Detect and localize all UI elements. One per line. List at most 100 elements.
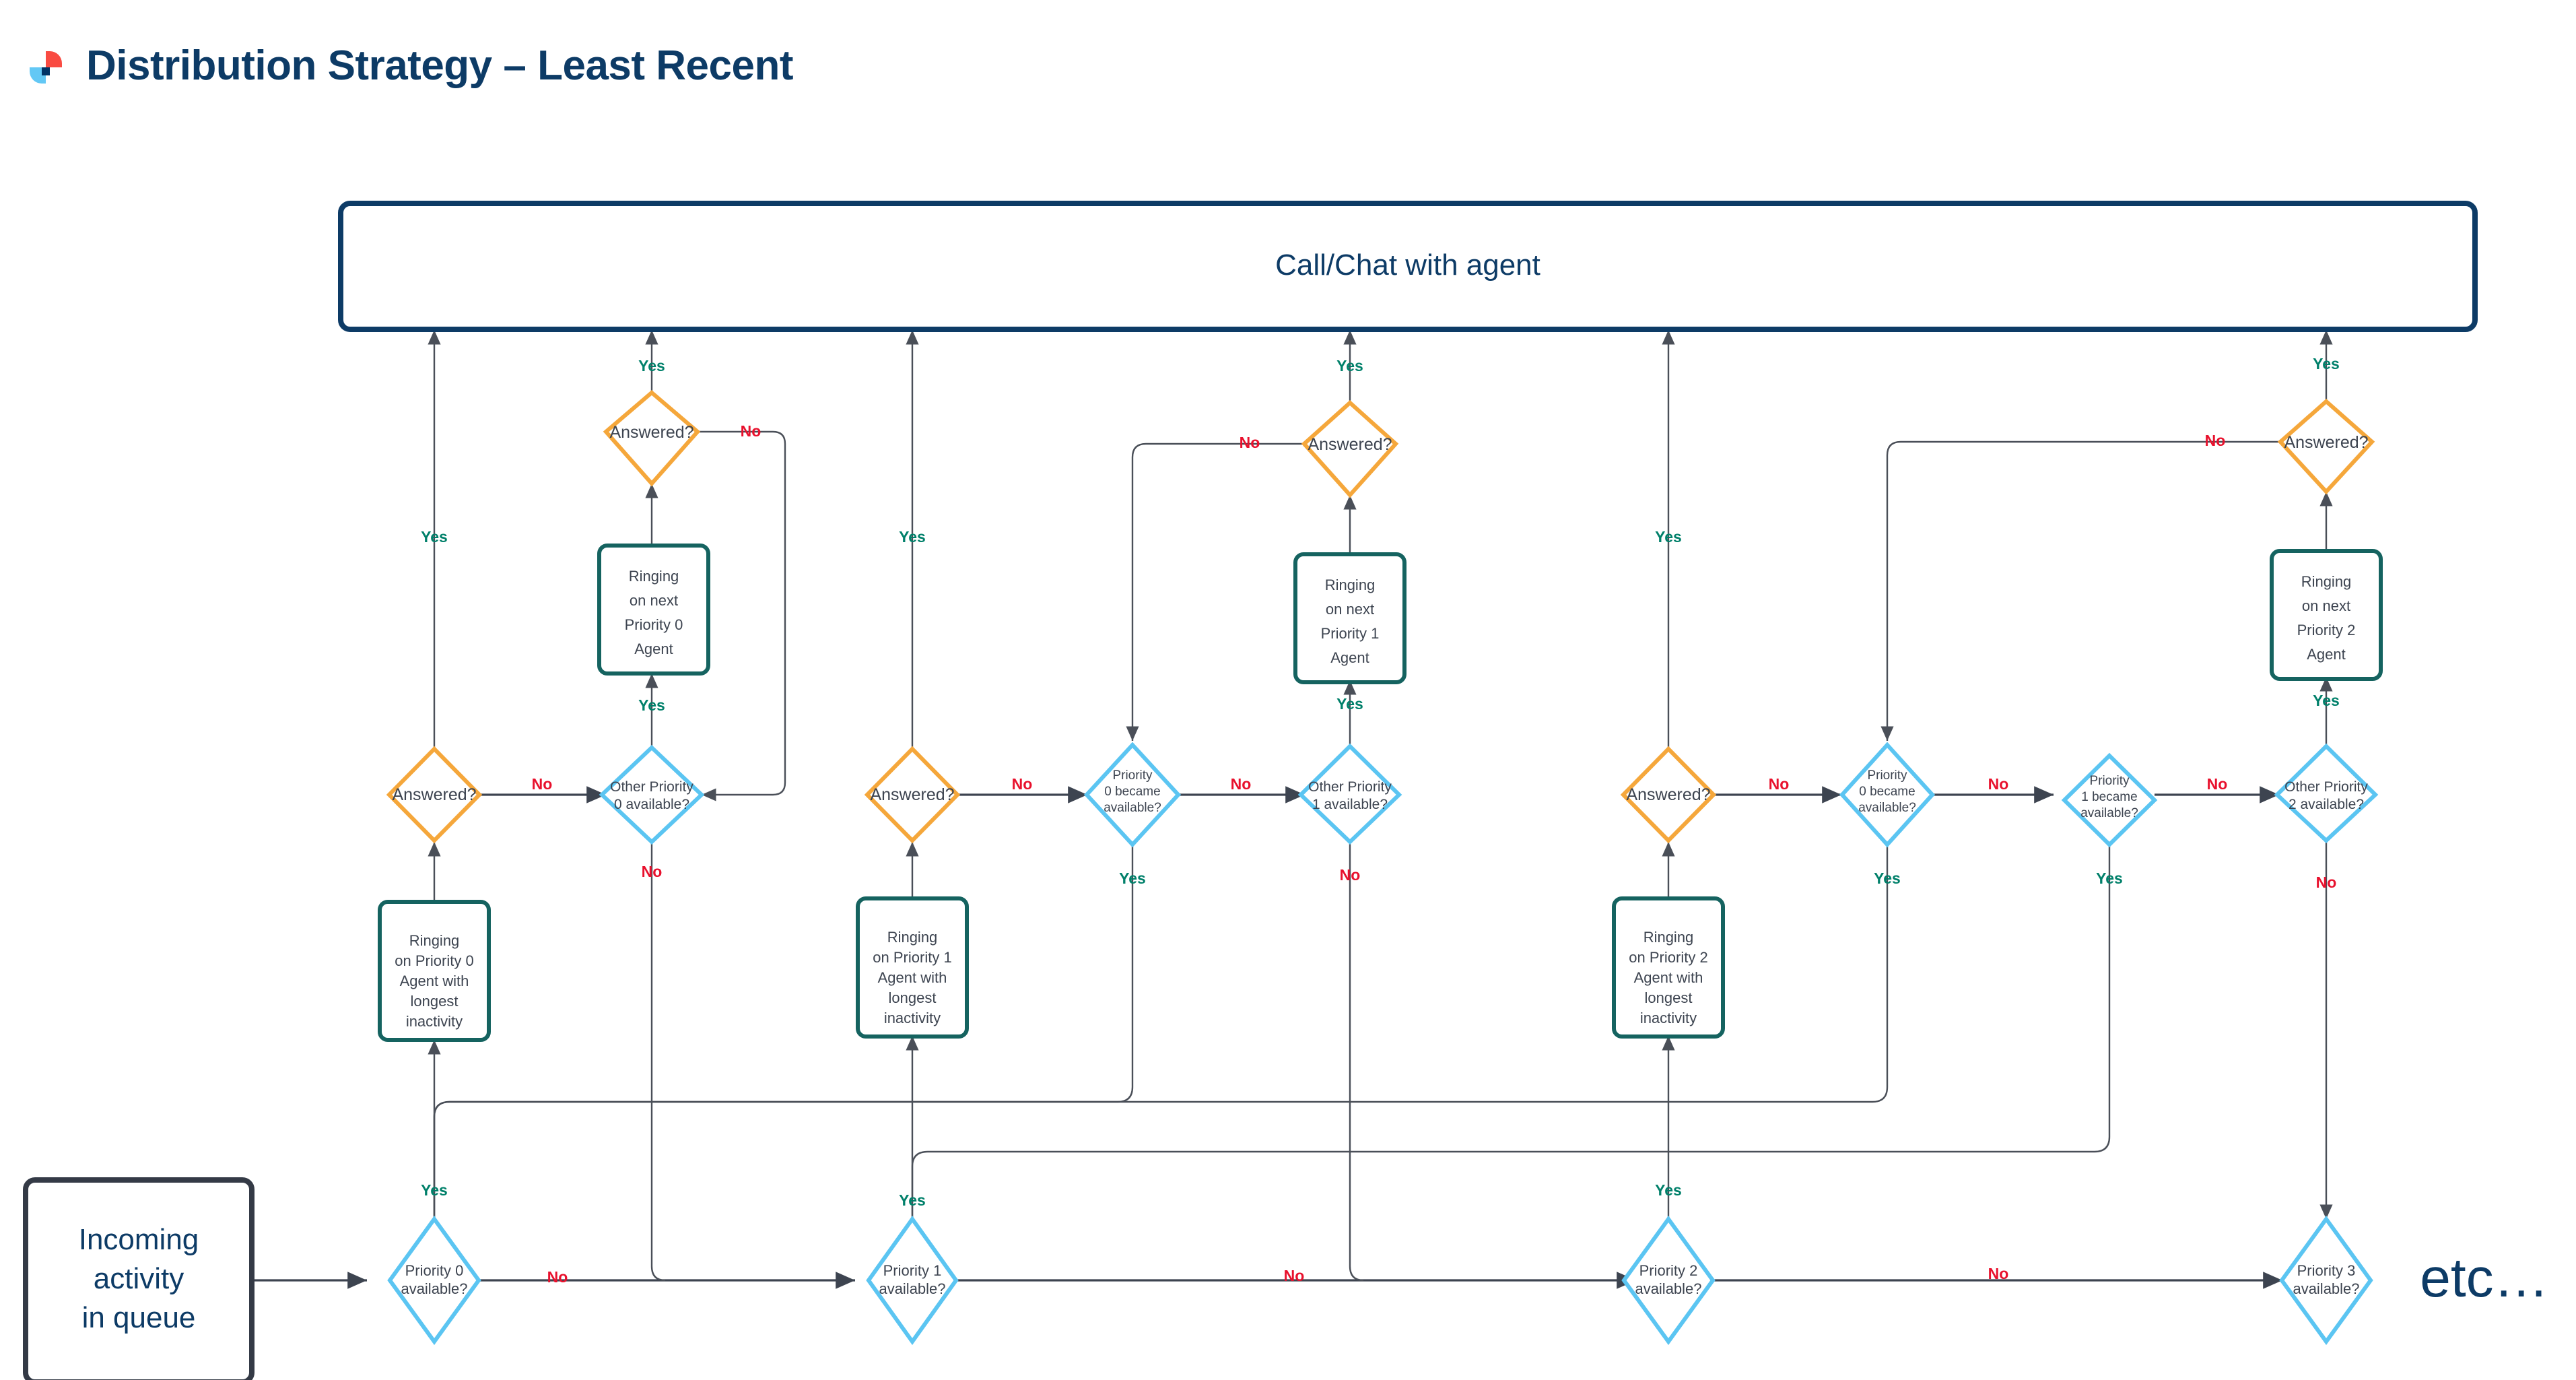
edge-p0became1-yes-to-p0avail <box>433 845 1134 1219</box>
p1-became-c2-line-1: Priority <box>2089 774 2130 788</box>
edge-label-no: No <box>2316 874 2337 891</box>
edge-answeredp0high-no-otherp0 <box>698 430 786 801</box>
node-answered-p2-low[interactable]: Answered? <box>1620 746 1717 844</box>
start-box-shape <box>23 1177 255 1380</box>
p1-available-line-2: available? <box>879 1280 945 1297</box>
ring-next-p1-line-3: Priority 1 <box>1321 625 1380 642</box>
p2-available-line-1: Priority 2 <box>1639 1262 1698 1279</box>
edge-p1became2-yes-to-p1avail <box>911 845 2111 1219</box>
start-box-line-3: in queue <box>82 1301 196 1334</box>
ring-p0-longest-line-2: on Priority 0 <box>395 952 473 969</box>
ring-next-p2-shape <box>2270 549 2383 681</box>
p0-became-c2-line-1: Priority <box>1867 768 1907 783</box>
p2-available-line-2: available? <box>1635 1280 1701 1297</box>
edge-label-no: No <box>1769 775 1790 793</box>
node-priority-3-available[interactable]: Priority 3 available? <box>2279 1215 2373 1346</box>
ring-p2-longest-shape <box>1612 896 1725 1039</box>
edge-otherp0-no-down <box>650 842 666 1282</box>
node-priority-0-available[interactable]: Priority 0 available? <box>387 1215 481 1346</box>
p1-became-c2-line-3: available? <box>2080 806 2138 820</box>
node-other-priority-2-available[interactable]: Other Priority 2 available? <box>2274 743 2379 844</box>
p1-available-shape <box>866 1215 959 1346</box>
node-ringing-next-priority-2[interactable]: Ringing on next Priority 2 Agent <box>2270 549 2383 681</box>
node-ringing-priority-2-longest[interactable]: Ringing on Priority 2 Agent with longest… <box>1612 896 1725 1039</box>
node-other-priority-0-available[interactable]: Other Priority 0 available? <box>599 744 705 845</box>
edge-label-yes: Yes <box>1119 869 1146 887</box>
ring-next-p0-shape <box>597 544 710 676</box>
answered-p0-low-shape <box>386 746 483 844</box>
brand-logo-icon <box>30 51 62 84</box>
ring-next-p1-line-1: Ringing <box>1325 577 1376 593</box>
edge-label-no: No <box>1284 1267 1305 1284</box>
ring-p1-longest-line-3: Agent with <box>878 969 947 986</box>
node-answered-p0-low[interactable]: Answered? <box>386 746 483 844</box>
edge-label-layer: Yes No Yes Yes No No Yes No Yes No Yes N… <box>421 355 2340 1286</box>
ring-p2-longest-line-5: inactivity <box>1640 1010 1697 1026</box>
node-answered-p1-high[interactable]: Answered? <box>1301 399 1399 498</box>
other-p1-available-shape <box>1297 743 1402 845</box>
page-header: Distribution Strategy – Least Recent <box>0 0 2576 155</box>
ring-p0-longest-line-3: Agent with <box>400 973 469 989</box>
node-ringing-next-priority-0[interactable]: Ringing on next Priority 0 Agent <box>597 544 710 676</box>
p0-available-line-1: Priority 0 <box>405 1262 464 1279</box>
node-ringing-priority-1-longest[interactable]: Ringing on Priority 1 Agent with longest… <box>856 896 969 1039</box>
edge-label-no: No <box>1231 775 1252 793</box>
ring-p1-longest-shape <box>856 896 969 1039</box>
edge-label-no: No <box>532 775 553 793</box>
p0-became-c1-line-2: 0 became <box>1104 785 1160 799</box>
answered-p2-low-shape <box>1620 746 1717 844</box>
ring-p2-longest-line-3: Agent with <box>1634 969 1703 986</box>
p0-became-available-c1-shape <box>1083 742 1182 848</box>
node-priority-2-available[interactable]: Priority 2 available? <box>1621 1215 1716 1346</box>
node-answered-p0-high[interactable]: Answered? <box>603 390 701 487</box>
edge-label-yes: Yes <box>899 528 926 546</box>
node-incoming-activity-in-queue[interactable]: Incoming activity in queue <box>23 1177 255 1380</box>
ring-next-p0-line-1: Ringing <box>629 568 679 585</box>
call-chat-label: Call/Chat with agent <box>1275 249 1540 282</box>
answered-p2-high-shape <box>2277 398 2375 495</box>
p1-became-available-c2-shape <box>2061 752 2158 848</box>
ring-p1-longest-line-5: inactivity <box>884 1010 941 1026</box>
other-p0-available-shape <box>599 744 705 845</box>
node-answered-p2-high[interactable]: Answered? <box>2277 398 2375 495</box>
node-priority-1-available[interactable]: Priority 1 available? <box>866 1215 959 1346</box>
other-p0-available-line-2: 0 available? <box>614 797 689 812</box>
other-p2-available-line-1: Other Priority <box>2284 779 2368 795</box>
answered-p0-high-shape <box>603 390 701 487</box>
answered-p1-low-label: Answered? <box>870 785 954 804</box>
node-other-priority-1-available[interactable]: Other Priority 1 available? <box>1297 743 1402 845</box>
ring-next-p2-line-2: on next <box>2302 597 2350 614</box>
start-box-line-1: Incoming <box>79 1223 199 1256</box>
ring-p0-longest-line-5: inactivity <box>406 1013 463 1030</box>
edge-label-no: No <box>642 863 663 880</box>
node-ringing-next-priority-1[interactable]: Ringing on next Priority 1 Agent <box>1293 552 1406 684</box>
ring-p0-longest-line-1: Ringing <box>409 932 460 949</box>
answered-p2-high-label: Answered? <box>2284 433 2368 452</box>
ring-next-p0-line-3: Priority 0 <box>625 616 683 633</box>
ring-p2-longest-line-4: longest <box>1645 989 1693 1006</box>
other-p1-available-line-2: 1 available? <box>1312 797 1388 812</box>
etc-label: etc… <box>2420 1247 2548 1309</box>
p0-became-c1-line-3: available? <box>1104 801 1161 815</box>
edge-answeredp1high-no-p0became1 <box>1126 442 1305 741</box>
node-answered-p1-low[interactable]: Answered? <box>864 746 961 844</box>
node-priority-1-became-available-c2[interactable]: Priority 1 became available? <box>2061 752 2158 848</box>
ring-p1-longest-line-4: longest <box>889 989 937 1006</box>
other-p2-available-shape <box>2274 743 2379 844</box>
edge-label-yes: Yes <box>1336 695 1363 713</box>
edge-label-yes: Yes <box>1336 357 1363 374</box>
edge-label-yes: Yes <box>638 696 665 714</box>
ring-next-p2-line-3: Priority 2 <box>2297 622 2356 638</box>
edge-label-yes: Yes <box>1655 1181 1682 1199</box>
node-priority-0-became-available-c1[interactable]: Priority 0 became available? <box>1083 742 1182 848</box>
p0-became-available-c2-shape <box>1839 742 1936 848</box>
node-ringing-priority-0-longest[interactable]: Ringing on Priority 0 Agent with longest… <box>378 900 491 1042</box>
edge-label-yes: Yes <box>421 1181 448 1199</box>
edge-answeredp2high-no-p0became2 <box>1880 440 2281 741</box>
edge-label-yes: Yes <box>421 528 448 546</box>
node-call-chat-with-agent[interactable]: Call/Chat with agent <box>338 201 2478 332</box>
ring-p2-longest-line-2: on Priority 2 <box>1629 949 1707 966</box>
answered-p1-low-shape <box>864 746 961 844</box>
ring-next-p1-line-4: Agent <box>1330 649 1369 666</box>
node-priority-0-became-available-c2[interactable]: Priority 0 became available? <box>1839 742 1936 848</box>
